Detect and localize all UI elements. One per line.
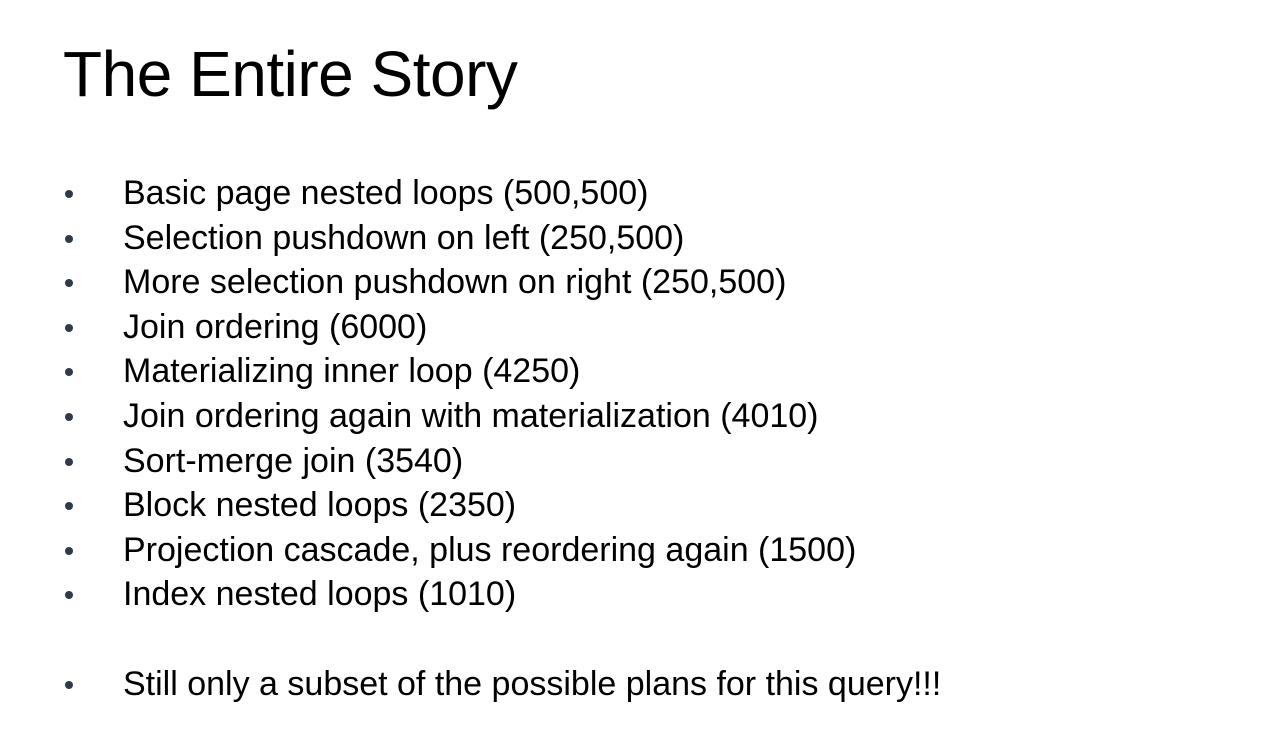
bullet-item: More selection pushdown on right (250,50… <box>0 260 1270 305</box>
bullet-text: Selection pushdown on left (250,500) <box>123 218 685 257</box>
bullet-dot-icon <box>65 502 73 511</box>
bullet-dot-icon <box>65 457 73 466</box>
bullet-item: Projection cascade, plus reordering agai… <box>0 528 1270 573</box>
bullet-text: Projection cascade, plus reordering agai… <box>123 530 857 569</box>
bullet-dot-icon <box>65 546 73 555</box>
bullet-dot-icon <box>65 190 73 198</box>
bullet-text: Index nested loops (1010) <box>123 575 517 614</box>
bullet-text: Block nested loops (2350) <box>123 486 517 525</box>
bullet-text: Sort-merge join (3540) <box>123 441 464 480</box>
closing-bullet-item: Still only a subset of the possible plan… <box>0 662 1270 707</box>
bullet-item: Sort-merge join (3540) <box>0 439 1270 484</box>
bullet-dot-icon <box>65 323 73 332</box>
slide-title: The Entire Story <box>63 38 518 110</box>
bullet-item: Block nested loops (2350) <box>0 483 1270 528</box>
bullet-item: Join ordering (6000) <box>0 305 1270 350</box>
bullet-text: Join ordering again with materialization… <box>123 396 819 435</box>
bullet-dot-icon <box>65 680 73 689</box>
bullet-text: Join ordering (6000) <box>123 307 428 346</box>
bullet-text: More selection pushdown on right (250,50… <box>123 263 787 302</box>
bullet-dot-icon <box>65 412 73 421</box>
closing-bullet-text: Still only a subset of the possible plan… <box>123 664 942 703</box>
bullet-dot-icon <box>65 234 73 243</box>
bullet-dot-icon <box>65 279 73 288</box>
bullet-item: Selection pushdown on left (250,500) <box>0 216 1270 261</box>
bullet-text: Materializing inner loop (4250) <box>123 352 581 391</box>
bullet-dot-icon <box>65 368 73 377</box>
bullet-item: Materializing inner loop (4250) <box>0 349 1270 394</box>
bullet-dot-icon <box>65 591 73 600</box>
bullet-item: Join ordering again with materialization… <box>0 394 1270 439</box>
bullet-list: Basic page nested loops (500,500) Select… <box>0 171 1270 706</box>
bullet-text: Basic page nested loops (500,500) <box>123 174 649 212</box>
bullet-item: Basic page nested loops (500,500) <box>0 171 1270 216</box>
bullet-item: Index nested loops (1010) <box>0 572 1270 617</box>
